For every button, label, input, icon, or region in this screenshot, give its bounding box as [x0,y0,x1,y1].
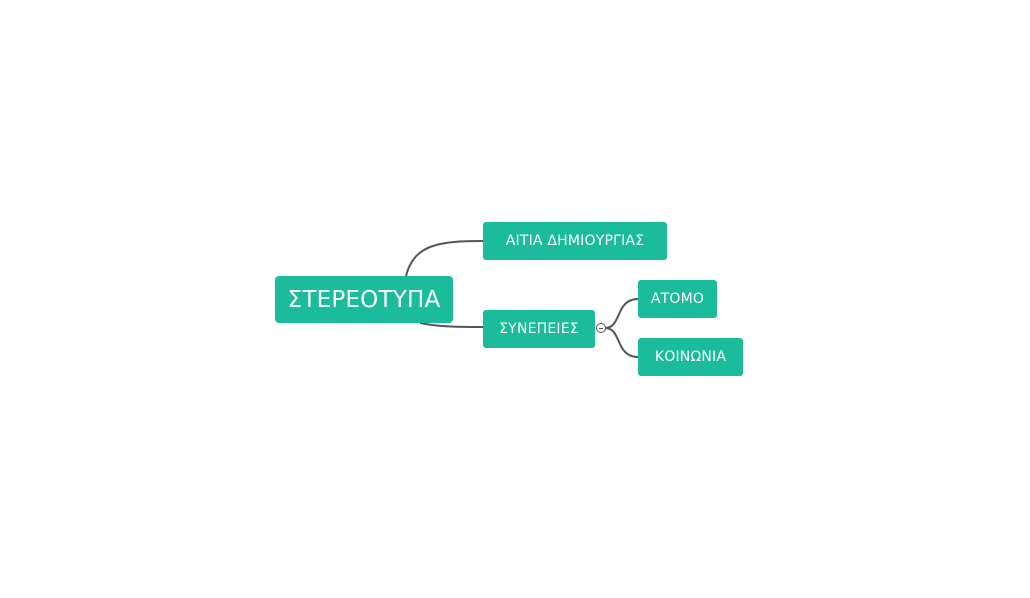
node-consequences-label: ΣΥΝΕΠΕΙΕΣ [499,321,579,337]
node-causes[interactable]: ΑΙΤΙΑ ΔΗΜΙΟΥΡΓΙΑΣ [483,222,667,260]
connector-consequences-to-individual [604,298,639,329]
connector-consequences-to-society [604,327,639,358]
connector-root-to-consequences [419,322,484,328]
node-society-label: ΚΟΙΝΩΝΙΑ [654,349,727,365]
node-individual-label: ΑΤΟΜΟ [650,291,705,307]
root-node-label: ΣΤΕΡΕΟΤΥΠΑ [287,286,441,313]
connector-root-to-causes [405,240,484,277]
node-consequences[interactable]: ΣΥΝΕΠΕΙΕΣ [483,310,595,348]
node-society[interactable]: ΚΟΙΝΩΝΙΑ [638,338,743,376]
root-node[interactable]: ΣΤΕΡΕΟΤΥΠΑ [275,276,453,323]
node-individual[interactable]: ΑΤΟΜΟ [638,280,717,318]
collapse-toggle-icon[interactable] [596,323,606,333]
node-causes-label: ΑΙΤΙΑ ΔΗΜΙΟΥΡΓΙΑΣ [505,233,645,249]
